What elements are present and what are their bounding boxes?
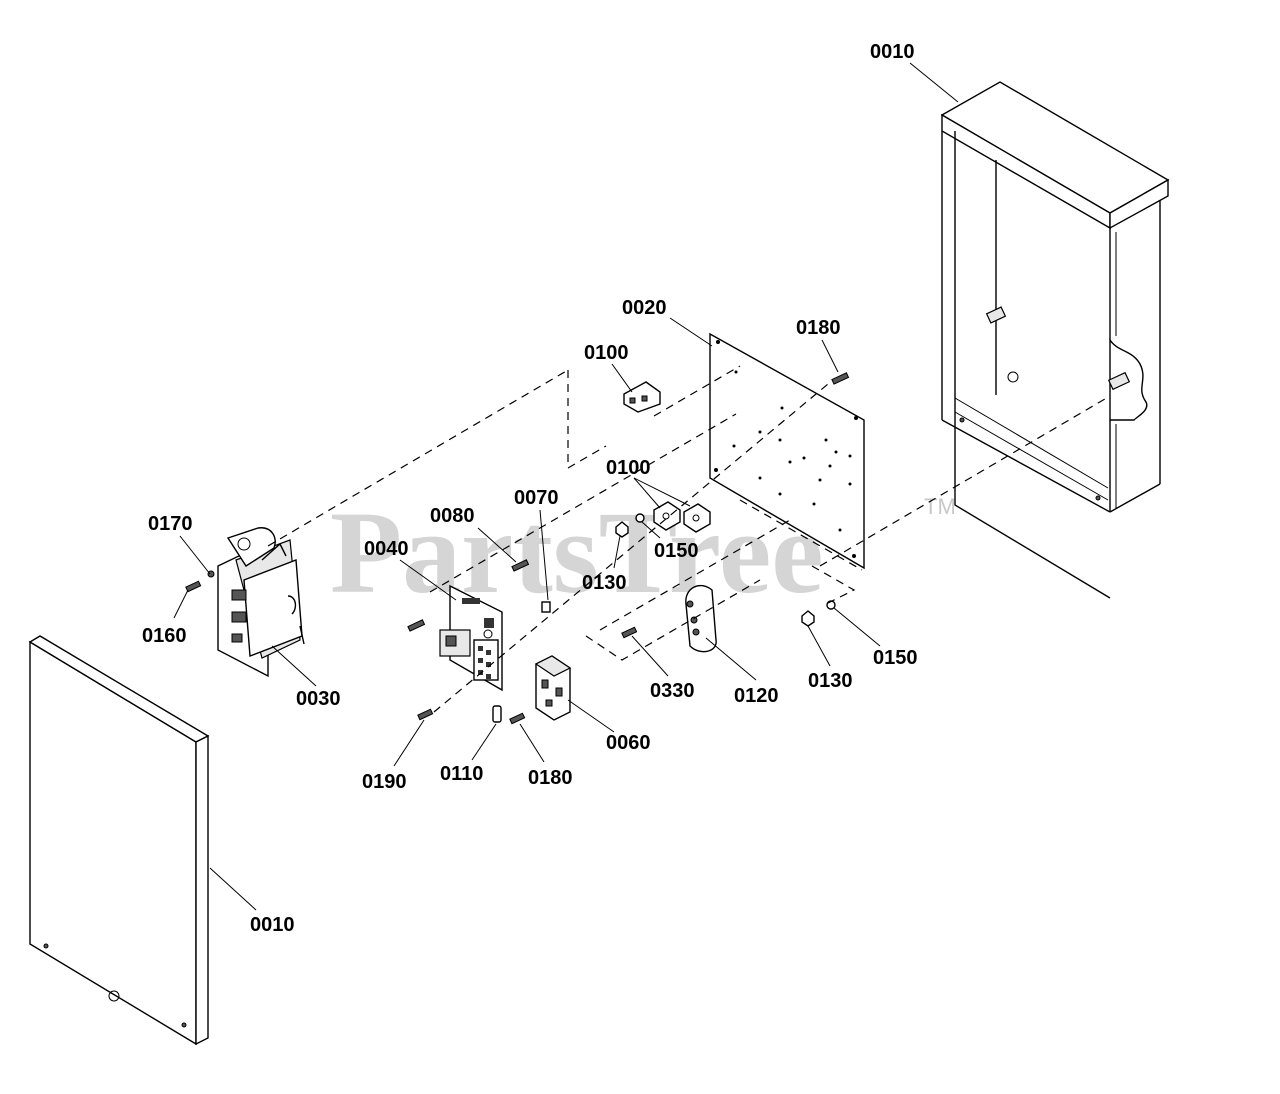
callout-0080: 0080 — [430, 505, 475, 527]
terminal-block[interactable] — [534, 655, 572, 721]
callout-0100-top: 0100 — [584, 342, 629, 364]
callout-0010-top: 0010 — [870, 41, 915, 63]
callout-0150-right: 0150 — [873, 647, 918, 669]
callout-0110: 0110 — [440, 763, 483, 785]
callout-labels: 0010 0020 0180 0100 0100 0150 0130 0070 … — [142, 41, 918, 936]
callout-0160: 0160 — [142, 625, 187, 647]
watermark: PartsTree TM — [330, 487, 956, 618]
callout-0330: 0330 — [650, 680, 695, 702]
callout-0120: 0120 — [734, 685, 779, 707]
circuit-board[interactable] — [439, 584, 503, 692]
fuse-holder[interactable] — [685, 585, 717, 653]
callout-0060: 0060 — [606, 732, 651, 754]
callout-0100-mid: 0100 — [606, 457, 651, 479]
assembly-lines — [267, 365, 1111, 713]
callout-0070: 0070 — [514, 487, 559, 509]
hardware — [185, 372, 850, 725]
callout-0180-bottom: 0180 — [528, 767, 573, 789]
callout-0150-mid: 0150 — [654, 540, 699, 562]
enclosure-box[interactable] — [940, 81, 1170, 599]
watermark-trademark: TM — [924, 494, 956, 519]
callout-0040: 0040 — [364, 538, 409, 560]
ground-lug-mid-2[interactable] — [683, 503, 711, 533]
front-cover[interactable] — [28, 635, 210, 1046]
watermark-text: PartsTree — [330, 487, 824, 618]
leader-lines — [173, 62, 959, 911]
callout-0020: 0020 — [622, 297, 667, 319]
callout-0130-mid: 0130 — [582, 572, 627, 594]
callout-0170: 0170 — [148, 513, 193, 535]
callout-0010-bottom: 0010 — [250, 914, 295, 936]
callout-0180-top: 0180 — [796, 317, 841, 339]
mounting-plate[interactable] — [709, 332, 865, 570]
ground-lug-top[interactable] — [623, 381, 661, 413]
callout-0190: 0190 — [362, 771, 407, 793]
contactor[interactable] — [217, 527, 305, 678]
callout-0030: 0030 — [296, 688, 341, 710]
callout-0130-right: 0130 — [808, 670, 853, 692]
enclosure-stud-2 — [1107, 371, 1131, 391]
enclosure-stud-1 — [985, 306, 1007, 324]
